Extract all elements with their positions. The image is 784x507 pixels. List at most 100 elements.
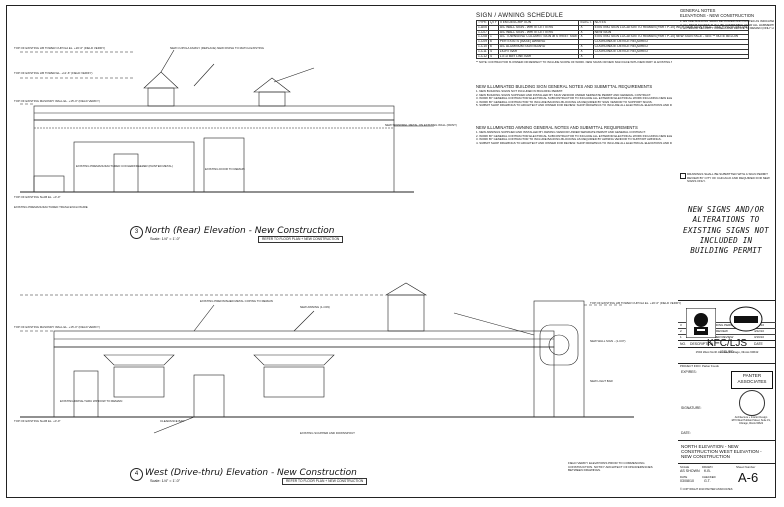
sheet-info: SCALE AS SHOWN DRAWN K.B. DATE 03/08/10 … <box>678 463 776 494</box>
note-item: 1. ENTIRE BUILDING SHALL BE PRIMED AND P… <box>680 20 774 23</box>
schedule-cell: 1-C12 <box>476 53 489 60</box>
date-field-label: DATE <box>680 475 688 479</box>
architect-logo: PANTER ASSOCIATES <box>731 371 773 389</box>
drawn-label: DRAWN <box>702 465 713 469</box>
note-item: 1. NEW AWNINGS SUPPLIED AND INSTALLED BY… <box>476 131 646 134</box>
schedule-col-header: ELECT. <box>578 20 594 26</box>
date-value: 03/08/10 <box>680 479 694 483</box>
schedule-cell: 4 <box>487 53 499 60</box>
revision-date: 3/19/10 <box>754 335 765 339</box>
note-item: 3. EXTERIOR SECURITY CAMERA AND DEVICE T… <box>680 27 774 30</box>
west-callout: TOP OF EXISTING MASONRY WALL EL. +15'-0"… <box>14 325 100 329</box>
revision-header-row: NO. DESCRIPTION DATE <box>678 340 776 348</box>
awning-notes-title: NEW ILLUMINATED AWNING GENERAL NOTES AND… <box>476 125 638 130</box>
awning-notes-list: 1. NEW AWNINGS SUPPLIED AND INSTALLED BY… <box>476 131 672 145</box>
permit-stamp-note: DRAWINGS SHALL BE SUBMITTED WITH A SIGN … <box>680 172 774 184</box>
schedule-cell: 1-C09 <box>476 39 489 45</box>
sheet-title-block: NORTH ELEVATION - NEW CONSTRUCTION WEST … <box>678 440 776 499</box>
sheet-border <box>6 5 776 498</box>
north-elevation-number: 3 <box>134 229 139 235</box>
sheet-title: NORTH ELEVATION - NEW CONSTRUCTION WEST … <box>681 444 762 460</box>
checked-value: G.T. <box>704 479 711 483</box>
note-item: 3. WORK BY GENERAL CONTRACTOR ELECTRICAL… <box>476 97 672 100</box>
west-callout: NEW AWNING (1-C09) <box>300 305 330 309</box>
west-callout: CLEARANCE BAR <box>160 419 185 423</box>
north-callout: TOP OF EXISTING MASONRY WALL EL. +15'-0"… <box>14 99 100 103</box>
revision-no: 3 <box>680 323 682 327</box>
note-item: 2. NEW BUILDING SIGNS SUPPLIED AND INSTA… <box>476 93 652 97</box>
signature-label: SIGNATURE: <box>681 406 702 410</box>
west-callout: EXISTING SCUPPER AND DOWNSPOUT <box>300 431 355 435</box>
awning-notes: NEW ILLUMINATED AWNING GENERAL NOTES AND… <box>476 125 672 145</box>
revision-col-no: NO. <box>680 342 687 346</box>
sign-notes-title: NEW ILLUMINATED BUILDING SIGN GENERAL NO… <box>476 84 653 89</box>
sheet-number: A-6 <box>738 470 759 485</box>
west-callout: TOP OF EXISTING SLAB EL. +0'-0" <box>14 419 61 423</box>
kfc-logo <box>686 308 716 338</box>
note-item: 4. WORK BY GENERAL CONTRACTOR TO INCLUDE… <box>476 100 653 104</box>
architect-seal <box>739 390 765 416</box>
revision-col-date: DATE <box>754 342 763 346</box>
architect-address: 1870 West Hubbard Street, Suite 1S, Chic… <box>731 419 771 425</box>
north-callout: TOP OF EXISTING SLAB EL. +0'-0" <box>14 195 61 199</box>
general-notes: GENERAL NOTES ELEVATIONS - NEW CONSTRUCT… <box>680 8 774 31</box>
revision-no: 2 <box>680 329 682 333</box>
copyright: © COPYRIGHT 2010 PANTER ASSOCIATES <box>680 488 733 491</box>
schedule-cell: 1-C07 <box>476 29 489 36</box>
revision-col-desc: DESCRIPTION <box>690 342 714 346</box>
architect-block: EXPIRES: PANTER ASSOCIATES Architecture … <box>678 368 776 435</box>
scale-value: AS SHOWN <box>680 469 700 473</box>
schedule-cell <box>592 53 750 60</box>
stamp-note-text: DRAWINGS SHALL BE SUBMITTED WITH A SIGN … <box>687 172 770 184</box>
long-john-silvers-logo <box>729 306 763 332</box>
north-elevation-ref: REFER TO FLOOR PLAN + NEW CONSTRUCTION <box>258 236 344 243</box>
north-elevation-scale: Scale: 1/4" = 1'-0" <box>150 237 181 241</box>
sign-notes-list: 1. NEW BUILDING SIGNS NOT INCLUDED IN BU… <box>476 90 672 108</box>
expires-label: EXPIRES: <box>681 370 697 374</box>
schedule-cell: 1-C08 <box>476 34 489 41</box>
north-elevation-drawing <box>20 49 434 193</box>
west-callout: NEW LIGHT BAR <box>590 379 613 383</box>
issued-label: ISSUED <box>720 350 734 354</box>
schedule-title: SIGN / AWNING SCHEDULE <box>476 12 564 19</box>
date-label: DATE: <box>681 431 691 435</box>
north-callout: TOP OF EXISTING LIB TOWER EL. +11'-6" (F… <box>14 71 93 75</box>
note-item: 2. WORK BY GENERAL CONTRACTOR ELECTRICAL… <box>476 134 672 138</box>
north-elevation-title: North (Rear) Elevation - New Constructio… <box>145 226 335 236</box>
north-callout: NEW SPANDREL METAL ON EXISTING WALL (PAI… <box>385 123 457 127</box>
general-notes-subtitle: ELEVATIONS - NEW CONSTRUCTION <box>680 13 755 18</box>
client-block <box>678 300 776 364</box>
schedule-cell: A/C TOWNSEND COLUMN / SIGN at STREET SID… <box>497 34 580 41</box>
north-callout: NEW CUPOLA FAMILY (REPLACE) NEW FINISH T… <box>170 46 265 50</box>
west-callout: EXISTING DRIVE-THRU WINDOW TO REMAIN <box>60 399 123 403</box>
sign-notes: NEW ILLUMINATED BUILDING SIGN GENERAL NO… <box>476 84 672 108</box>
handwritten-note: NEW SIGNS AND/OR ALTERATIONS TO EXISTING… <box>683 205 769 256</box>
west-elevation-title: West (Drive-thru) Elevation - New Constr… <box>145 468 357 478</box>
schedule-cell: 1-A05 <box>476 24 489 31</box>
client-brand: KFC/LJS <box>706 338 747 349</box>
sign-awning-schedule: SIGN / AWNING SCHEDULE TYPE QTY ITEM DES… <box>476 12 750 78</box>
note-item: 3. WORK BY GENERAL CONTRACTOR TO INCLUDE… <box>476 138 662 141</box>
west-elevation-ref: REFER TO FLOOR PLAN + NEW CONSTRUCTION <box>282 478 368 485</box>
revision-date: 4/22/10 <box>754 329 765 333</box>
schedule-cell: L.E.D BAY LINE BAR <box>497 53 580 60</box>
schedule-cell: 1-C10 <box>476 44 489 50</box>
schedule-cell: 1-C11 <box>476 48 489 55</box>
west-elevation-drawing <box>20 282 634 434</box>
west-elevation-marker: 4 <box>130 468 143 481</box>
drawn-value: K.B. <box>704 469 711 473</box>
west-elevation-scale: Scale: 1/4" = 1'-0" <box>150 479 181 483</box>
scale-label: SCALE <box>680 465 690 469</box>
checked-label: CHECKED <box>702 475 716 479</box>
west-elevation-number: 4 <box>134 471 139 477</box>
client-address: 1504 West North Avenue, Chicago, Illinoi… <box>695 350 759 354</box>
revision-no: 1 <box>680 335 682 339</box>
west-callout: NEW WALL SIGN - (1-C07) <box>590 339 626 343</box>
sheet-number-label: Sheet Number <box>736 465 756 469</box>
field-verify-note: FIELD VERIFY ELEVATIONS PRIOR TO COMMENC… <box>568 461 653 473</box>
